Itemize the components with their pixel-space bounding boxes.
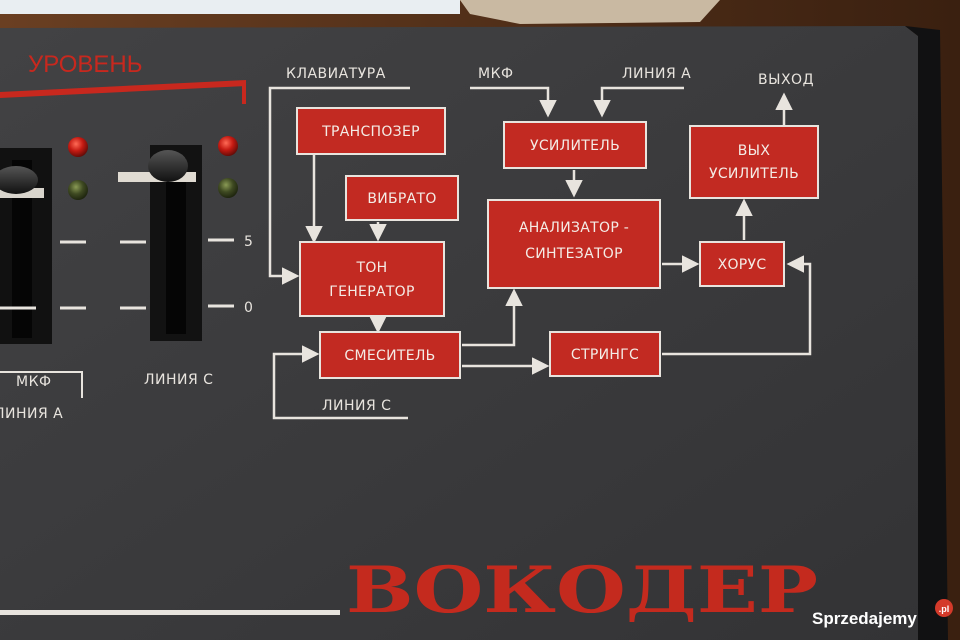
svg-text:УСИЛИТЕЛЬ: УСИЛИТЕЛЬ [709, 166, 799, 182]
led-green-icon [218, 178, 238, 198]
svg-text:ВЫХ: ВЫХ [738, 143, 771, 159]
slider-knob-icon[interactable] [0, 166, 38, 194]
mixer-to-analyzer-path [462, 288, 523, 347]
slider-c-slot [166, 158, 186, 334]
input-line-a-label: ЛИНИЯ А [622, 66, 691, 82]
slider-knob-icon[interactable] [148, 150, 188, 182]
scale-0-label: 0 [244, 300, 253, 316]
block-strings: СТРИНГС [549, 331, 661, 377]
block-output-amplifier: ВЫХ УСИЛИТЕЛЬ [689, 125, 819, 199]
svg-text:СТРИНГС: СТРИНГС [571, 347, 639, 363]
svg-text:ТОН: ТОН [356, 260, 388, 276]
watermark: Sprzedajemy .pl [812, 599, 953, 628]
level-label: УРОВЕНЬ [28, 51, 143, 78]
slider-line-a-label: ЛИНИЯ А [0, 406, 63, 422]
scale-marks [0, 238, 234, 310]
brand-logo: ВОКОДЕР [346, 553, 818, 628]
fabric-item [460, 0, 720, 24]
input-mic-label: МКФ [478, 66, 514, 82]
line-c-path [272, 345, 408, 420]
led-red-icon [68, 137, 88, 157]
svg-text:ГЕНЕРАТОР: ГЕНЕРАТОР [329, 284, 415, 300]
watermark-tld: .pl [939, 604, 950, 614]
input-line-c-label: ЛИНИЯ С [322, 398, 391, 414]
block-mixer: СМЕСИТЕЛЬ [319, 331, 461, 379]
svg-text:ТРАНСПОЗЕР: ТРАНСПОЗЕР [321, 124, 420, 140]
watermark-dot-icon [935, 599, 953, 617]
panel-bottom-stripe [0, 610, 340, 615]
block-vibrato: ВИБРАТО [345, 175, 459, 221]
slider-a-slot [12, 160, 32, 338]
mic-path [470, 86, 557, 118]
block-chorus: ХОРУС [699, 241, 785, 287]
scale-5-label: 5 [244, 234, 253, 250]
led-red-icon [218, 136, 238, 156]
svg-text:СИНТЕЗАТОР: СИНТЕЗАТОР [525, 246, 623, 262]
block-tone-generator: ТОН ГЕНЕРАТОР [299, 241, 445, 317]
signal-paths [268, 86, 812, 420]
output-label: ВЫХОД [758, 72, 814, 88]
strings-to-chorus-path [662, 255, 812, 356]
panel-side-edge [905, 26, 948, 640]
line-a-path [593, 86, 684, 118]
keyboard-path [268, 86, 410, 285]
slider-line-c-label: ЛИНИЯ С [144, 372, 213, 388]
watermark-site: Sprzedajemy [812, 609, 917, 628]
slider-bracket [0, 371, 83, 398]
svg-text:АНАЛИЗАТОР -: АНАЛИЗАТОР - [519, 220, 629, 236]
svg-text:ХОРУС: ХОРУС [718, 257, 767, 273]
block-transposer: ТРАНСПОЗЕР [296, 107, 446, 155]
svg-text:ВИБРАТО: ВИБРАТО [367, 191, 436, 207]
block-analyzer-synthesizer: АНАЛИЗАТОР - СИНТЕЗАТОР [487, 199, 661, 289]
paper-corner [0, 0, 460, 14]
level-underline [0, 80, 246, 98]
input-keyboard-label: КЛАВИАТУРА [286, 66, 386, 82]
slider-mic-label: МКФ [16, 374, 52, 390]
led-green-icon [68, 180, 88, 200]
block-amplifier: УСИЛИТЕЛЬ [503, 121, 647, 169]
svg-text:УСИЛИТЕЛЬ: УСИЛИТЕЛЬ [530, 138, 620, 154]
svg-text:СМЕСИТЕЛЬ: СМЕСИТЕЛЬ [344, 348, 435, 364]
